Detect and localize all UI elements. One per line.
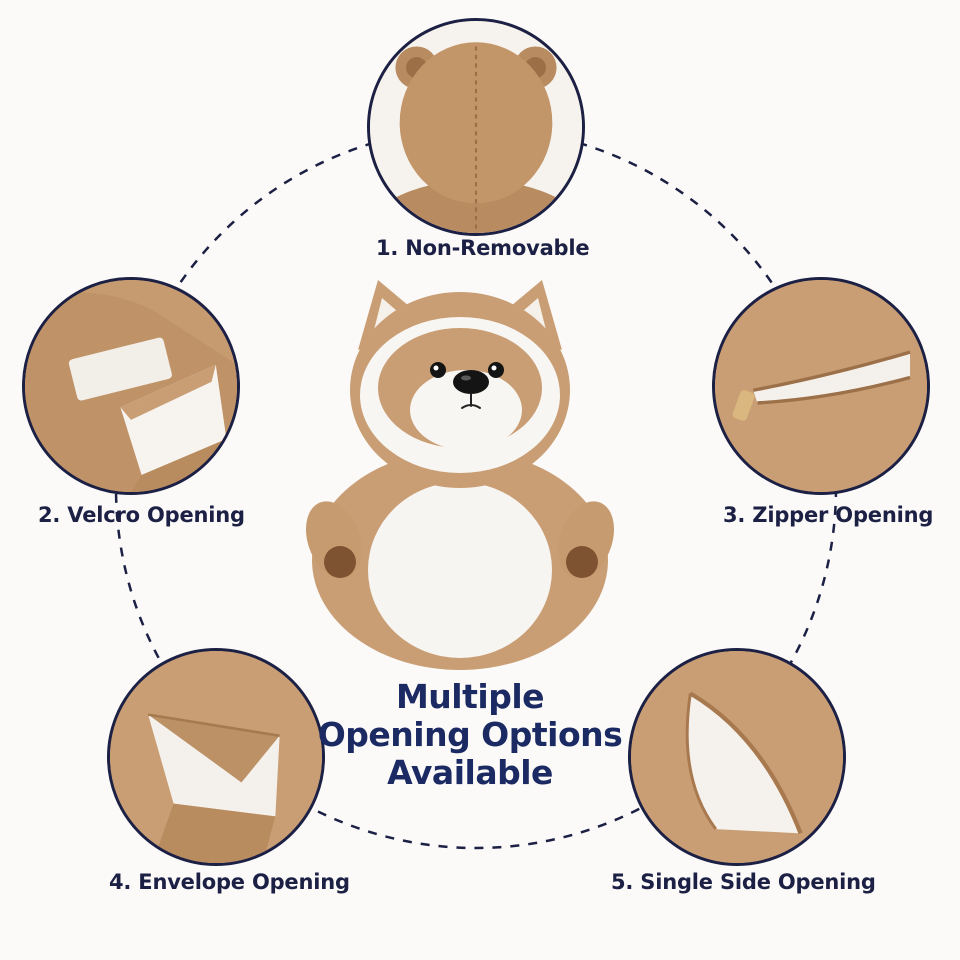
envelope-closure-photo-icon — [110, 651, 322, 863]
option-bubble-single-side — [628, 648, 846, 866]
bear-back-photo-icon — [370, 21, 582, 233]
headline-line-1: Multiple — [395, 677, 545, 716]
headline-line-2: Opening Options — [317, 715, 623, 754]
plush-mascot-icon — [305, 280, 615, 670]
option-bubble-zipper — [712, 277, 930, 495]
side-opening-photo-icon — [631, 651, 843, 863]
zipper-closure-photo-icon — [715, 280, 927, 492]
option-bubble-non-removable — [367, 18, 585, 236]
headline-line-3: Available — [387, 753, 553, 792]
option-label-velcro: 2. Velcro Opening — [38, 503, 245, 527]
headline: Multiple Opening Options Available — [300, 678, 640, 792]
option-label-non-removable: 1. Non-Removable — [376, 236, 590, 260]
option-label-zipper: 3. Zipper Opening — [723, 503, 934, 527]
velcro-closure-photo-icon — [25, 280, 237, 492]
option-label-envelope: 4. Envelope Opening — [109, 870, 350, 894]
option-label-single-side: 5. Single Side Opening — [611, 870, 876, 894]
option-bubble-velcro — [22, 277, 240, 495]
option-bubble-envelope — [107, 648, 325, 866]
